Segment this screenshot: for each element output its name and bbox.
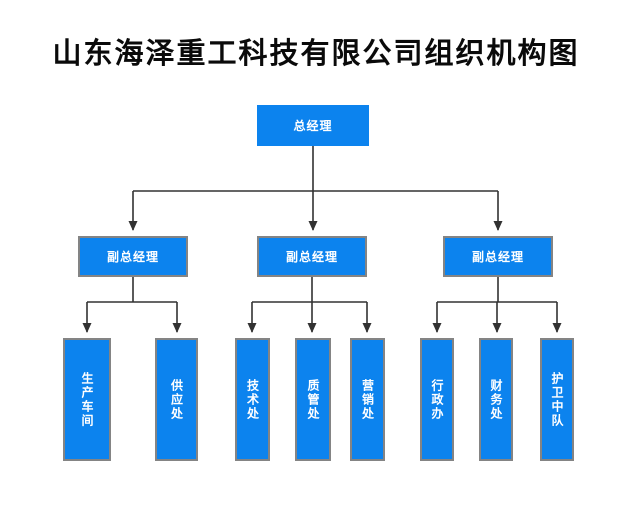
org-node-deputy-gm-1: 副总经理 xyxy=(78,236,188,277)
org-node-label: 质管处 xyxy=(306,378,320,421)
org-node-deputy-gm-3: 副总经理 xyxy=(443,236,553,277)
org-node-label: 护卫中队 xyxy=(550,371,564,428)
org-node-deputy-gm-2: 副总经理 xyxy=(257,236,367,277)
connector-deputy2-to-departments xyxy=(247,277,372,333)
connector-deputy1-to-departments xyxy=(82,277,182,333)
org-node-quality-office: 质管处 xyxy=(295,338,331,461)
org-node-label: 副总经理 xyxy=(285,250,338,264)
org-node-production-workshop: 生产车间 xyxy=(63,338,111,461)
chart-title: 山东海泽重工科技有限公司组织机构图 xyxy=(52,36,580,70)
org-node-label: 副总经理 xyxy=(471,250,524,264)
org-node-guard-squadron: 护卫中队 xyxy=(540,338,574,461)
org-node-label: 生产车间 xyxy=(80,371,94,428)
org-node-label: 总经理 xyxy=(293,119,333,133)
org-node-technology-office: 技术处 xyxy=(235,338,270,461)
org-node-general-manager: 总经理 xyxy=(257,105,369,146)
org-node-label: 供应处 xyxy=(169,378,184,421)
connector-deputy3-to-departments xyxy=(432,277,562,333)
org-node-admin-office: 行政办 xyxy=(420,338,454,461)
org-node-marketing-office: 营销处 xyxy=(350,338,385,461)
connector-root-to-deputies xyxy=(128,146,503,231)
org-node-label: 技术处 xyxy=(245,378,260,421)
org-node-finance-office: 财务处 xyxy=(479,338,513,461)
org-node-label: 行政办 xyxy=(430,378,444,421)
org-node-label: 营销处 xyxy=(360,378,375,421)
org-node-label: 副总经理 xyxy=(106,250,159,264)
org-node-supply-office: 供应处 xyxy=(155,338,198,461)
org-node-label: 财务处 xyxy=(489,378,503,421)
